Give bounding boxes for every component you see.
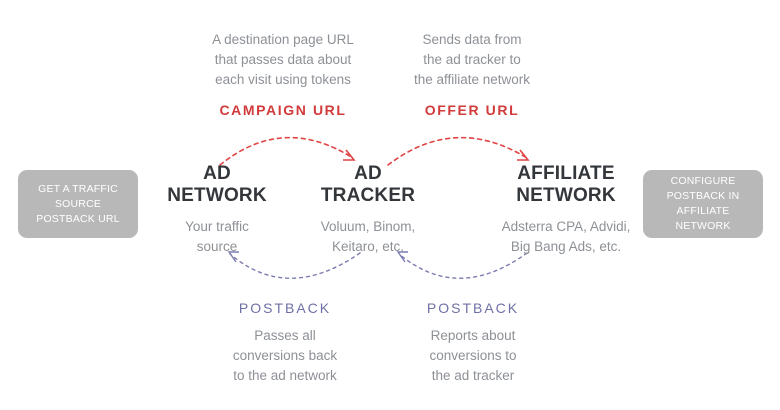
flow-campaign-url-label: CAMPAIGN URL bbox=[219, 102, 347, 118]
flow-postback-affiliate-to-tracker-description: Reports about conversions to the ad trac… bbox=[429, 328, 517, 383]
arrow-campaign-url bbox=[219, 136, 356, 166]
flow-postback-tracker-to-network-label: POSTBACK bbox=[238, 300, 332, 316]
configure-postback-in-affiliate-network-box[interactable]: CONFIGURE POSTBACK IN AFFILIATE NETWORK bbox=[643, 170, 763, 238]
flow-campaign-url: A destination page URL that passes data … bbox=[190, 30, 376, 118]
flow-postback-tracker-to-network-description: Passes all conversions back to the ad ne… bbox=[232, 328, 338, 383]
flow-postback-tracker-to-network: POSTBACK Passes all conversions back to … bbox=[192, 300, 378, 386]
node-ad-tracker: AD TRACKER Voluum, Binom, Keitaro, etc. bbox=[288, 163, 448, 257]
flow-offer-url-label: OFFER URL bbox=[424, 102, 520, 118]
get-traffic-source-postback-url-box[interactable]: GET A TRAFFIC SOURCE POSTBACK URL bbox=[18, 170, 138, 238]
node-ad-network: AD NETWORK Your traffic source bbox=[142, 163, 292, 257]
arrow-offer-url bbox=[387, 136, 530, 166]
node-ad-network-title: AD NETWORK bbox=[167, 163, 267, 206]
node-ad-tracker-subtitle: Voluum, Binom, Keitaro, etc. bbox=[320, 219, 416, 254]
node-ad-tracker-title: AD TRACKER bbox=[320, 163, 416, 206]
flow-offer-url: Sends data from the ad tracker to the af… bbox=[386, 30, 558, 118]
node-affiliate-network: AFFILIATE NETWORK Adsterra CPA, Advidi, … bbox=[468, 163, 664, 257]
flow-offer-url-description: Sends data from the ad tracker to the af… bbox=[413, 32, 531, 87]
side-box-left-label: GET A TRAFFIC SOURCE POSTBACK URL bbox=[36, 182, 120, 225]
node-ad-network-subtitle: Your traffic source bbox=[185, 219, 249, 254]
side-box-right-label: CONFIGURE POSTBACK IN AFFILIATE NETWORK bbox=[666, 175, 740, 232]
node-affiliate-network-subtitle: Adsterra CPA, Advidi, Big Bang Ads, etc. bbox=[501, 219, 631, 254]
flow-campaign-url-description: A destination page URL that passes data … bbox=[212, 32, 354, 87]
flow-postback-affiliate-to-tracker-label: POSTBACK bbox=[426, 300, 520, 316]
node-affiliate-network-title: AFFILIATE NETWORK bbox=[516, 163, 616, 206]
flow-postback-affiliate-to-tracker: POSTBACK Reports about conversions to th… bbox=[384, 300, 562, 386]
